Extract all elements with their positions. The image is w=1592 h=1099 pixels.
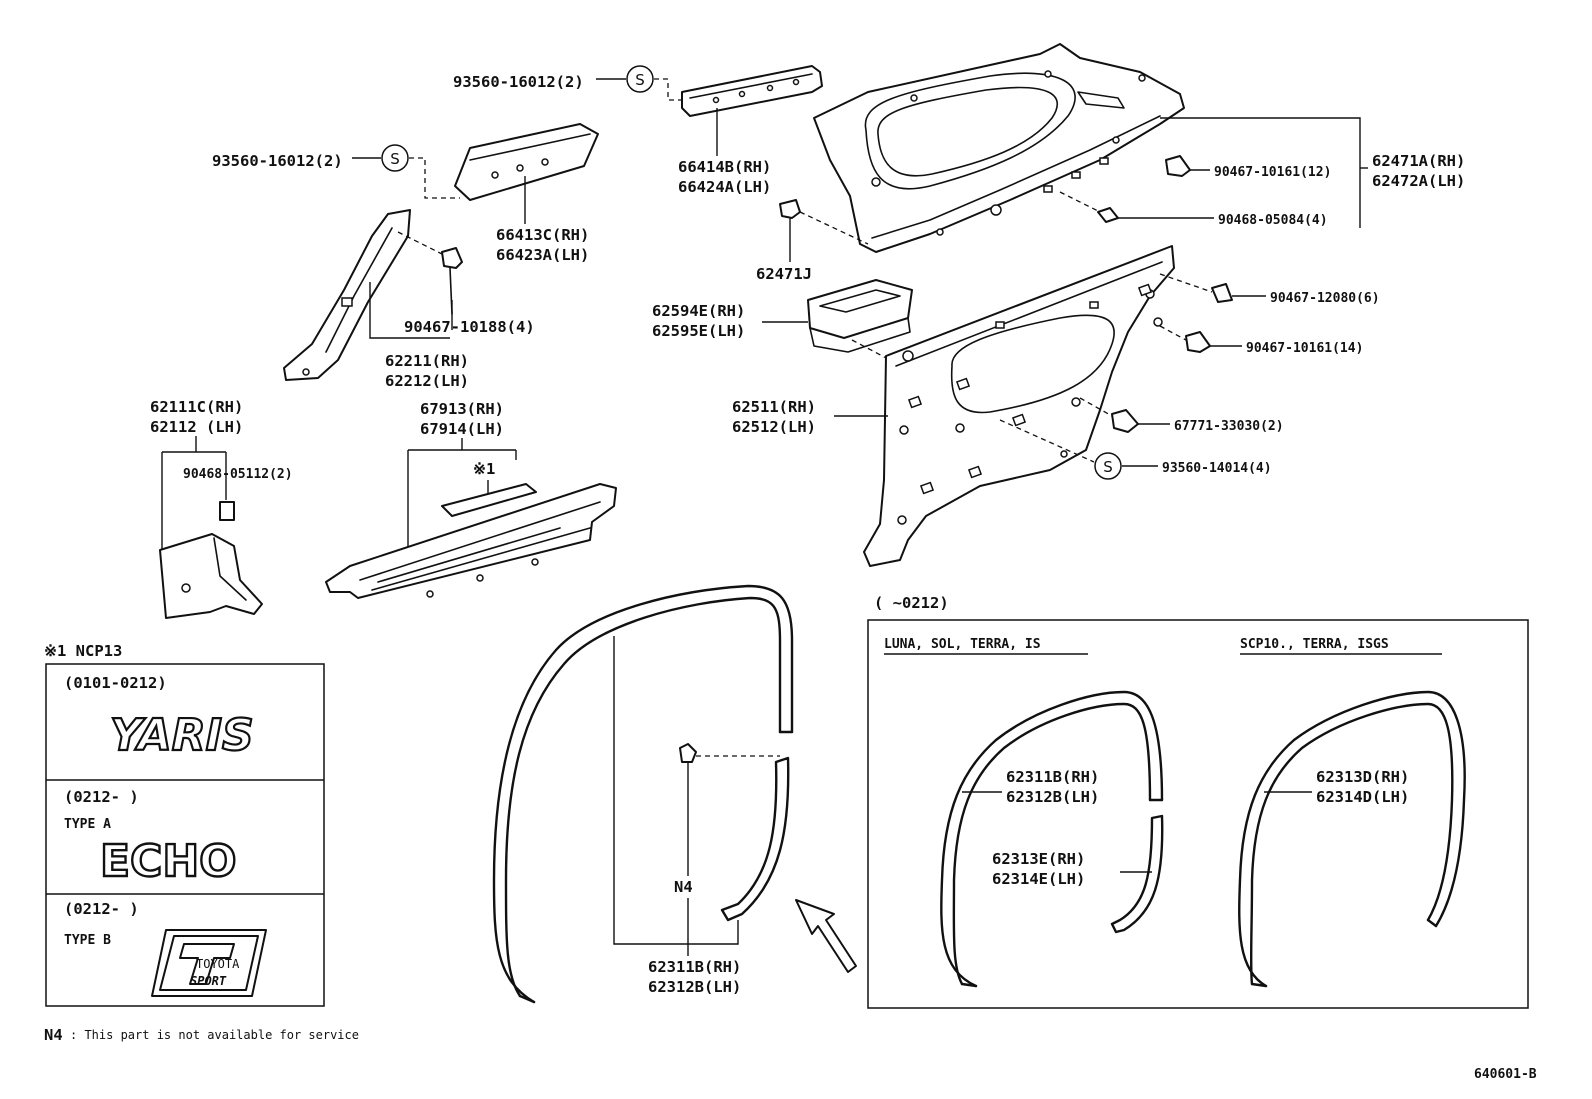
label-90467-10188: 90467-10188(4) [404, 318, 535, 336]
label-90467-12080: 90467-12080(6) [1270, 291, 1380, 306]
label-62111c: 62111C(RH) [150, 398, 243, 416]
emblem-echo: ECHO [100, 836, 237, 887]
label-62211: 62211(RH) [385, 352, 469, 370]
label-62212: 62212(LH) [385, 372, 469, 390]
label-62511: 62511(RH) [732, 398, 816, 416]
view-arrow [795, 899, 857, 973]
clip-90467-10161-upper [1165, 155, 1191, 177]
inset-heading-right: SCP10., TERRA, ISGS [1240, 637, 1389, 652]
inset-heading-left: LUNA, SOL, TERRA, IS [884, 637, 1041, 652]
weatherstrip-62311b-inset [940, 690, 1164, 988]
inset-box [867, 619, 1529, 1009]
label-62471j: 62471J [756, 265, 812, 283]
emblem-badge-small: TOYOTA [196, 957, 240, 971]
clip-s-93560-14014: S [1094, 452, 1122, 480]
label-90468-05084: 90468-05084(4) [1218, 213, 1328, 228]
label-62311b-inset: 62311B(RH) [1006, 768, 1099, 786]
label-67771-33030: 67771-33030(2) [1174, 419, 1284, 434]
clip-n4 [679, 743, 697, 763]
label-62471a: 62471A(RH) [1372, 152, 1465, 170]
trim-strip-66413c [454, 123, 599, 201]
label-n4: N4 [674, 878, 693, 896]
kick-panel-62111c [159, 533, 263, 619]
label-62312b-main: 62312B(LH) [648, 978, 741, 996]
footnote-code: N4 [44, 1026, 63, 1044]
label-66414b: 66414B(RH) [678, 158, 771, 176]
scuff-plate-67913 [325, 483, 617, 599]
legend-period-3: (0212- ) [64, 900, 139, 918]
clip-67771-33030 [1111, 409, 1139, 433]
label-90468-05112: 90468-05112(2) [183, 467, 293, 482]
svg-text:S: S [1103, 458, 1113, 476]
clip-90468-05084 [1097, 207, 1119, 223]
clip-90467-10161-lower [1185, 331, 1211, 353]
label-93560-16012-upper: 93560-16012(2) [453, 73, 584, 91]
weatherstrip-62313e [1110, 814, 1164, 934]
label-93560-16012-lower: 93560-16012(2) [212, 152, 343, 170]
label-62314d: 62314D(LH) [1316, 788, 1409, 806]
weatherstrip-62313d [1238, 690, 1466, 988]
label-62314e: 62314E(LH) [992, 870, 1085, 888]
label-62595e: 62595E(LH) [652, 322, 745, 340]
footnote-text: : This part is not available for service [70, 1028, 359, 1042]
svg-text:S: S [390, 150, 400, 168]
label-62112: 62112 (LH) [150, 418, 243, 436]
trim-strip-66414b [681, 65, 823, 117]
label-66413c: 66413C(RH) [496, 226, 589, 244]
label-90467-10161-12: 90467-10161(12) [1214, 165, 1331, 180]
label-62312b-inset: 62312B(LH) [1006, 788, 1099, 806]
weatherstrip-62311b-main [492, 584, 794, 1004]
label-66424a: 66424A(LH) [678, 178, 771, 196]
label-66423a: 66423A(LH) [496, 246, 589, 264]
label-67914: 67914(LH) [420, 420, 504, 438]
clip-62471j [779, 199, 801, 219]
clip-90467-12080 [1211, 283, 1233, 303]
clip-s-lower: S [381, 144, 409, 172]
emblem-badge-sport: SPORT [190, 974, 227, 988]
label-62472a: 62472A(LH) [1372, 172, 1465, 190]
clip-s-upper: S [626, 65, 654, 93]
label-67913: 67913(RH) [420, 400, 504, 418]
label-62313e: 62313E(RH) [992, 850, 1085, 868]
label-62311b-main: 62311B(RH) [648, 958, 741, 976]
legend-type-b: TYPE B [64, 933, 111, 948]
quarter-trim-lower-62511 [863, 245, 1175, 567]
pocket-62594e [807, 279, 913, 353]
svg-text:S: S [635, 71, 645, 89]
emblem-yaris: YARIS [110, 710, 254, 761]
clip-90468-05112 [219, 501, 235, 521]
label-62512: 62512(LH) [732, 418, 816, 436]
diagram-id: 640601-B [1474, 1067, 1537, 1082]
label-93560-14014: 93560-14014(4) [1162, 461, 1272, 476]
emblem-t-sport: TOYOTA SPORT [151, 929, 267, 997]
legend-box [45, 663, 325, 1007]
inset-range: ( ~0212) [874, 594, 949, 612]
legend-period-1: (0101-0212) [64, 674, 167, 692]
legend-title: ※1 NCP13 [44, 642, 122, 660]
pillar-garnish-62211 [283, 209, 411, 381]
legend-type-a: TYPE A [64, 817, 111, 832]
emblem-plate [441, 483, 537, 517]
label-90467-10161-14: 90467-10161(14) [1246, 341, 1363, 356]
label-mark-1: ※1 [473, 460, 495, 478]
label-62594e: 62594E(RH) [652, 302, 745, 320]
quarter-trim-upper-62471a [813, 43, 1185, 253]
label-62313d: 62313D(RH) [1316, 768, 1409, 786]
legend-period-2: (0212- ) [64, 788, 139, 806]
